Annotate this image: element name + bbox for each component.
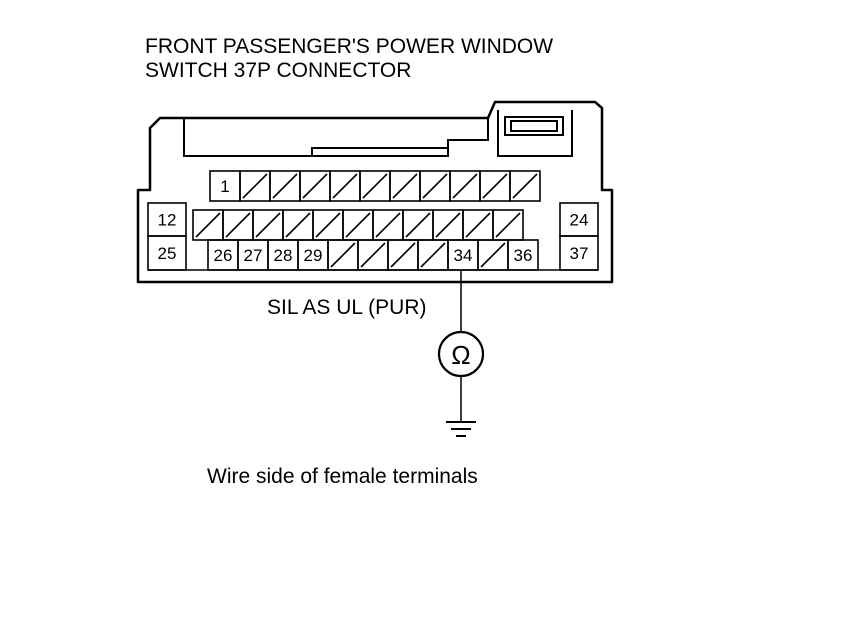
ground-icon xyxy=(446,421,476,437)
pin-row2-1-unused-slash xyxy=(195,212,221,238)
pin-row2-7-unused-slash xyxy=(375,212,401,238)
pin-row1-7-unused-slash xyxy=(392,173,418,199)
pin-row1-9-unused-slash xyxy=(452,173,478,199)
caption: Wire side of female terminals xyxy=(207,465,478,488)
pin-row2-3-unused-slash xyxy=(255,212,281,238)
pin-row2-8-unused-slash xyxy=(405,212,431,238)
pin-row3-7-unused-slash xyxy=(390,242,416,268)
wire-label: SIL AS UL (PUR) xyxy=(267,296,427,319)
pin-row1-1-label: 1 xyxy=(220,177,229,196)
pin-row2-10-unused-slash xyxy=(465,212,491,238)
pin-row1-5-unused-slash xyxy=(332,173,358,199)
pin-row3-5-unused-slash xyxy=(330,242,356,268)
pin-row3-4-label: 29 xyxy=(304,246,323,265)
title-line-1: FRONT PASSENGER'S POWER WINDOW xyxy=(145,35,553,58)
pin-row1-11-cavity xyxy=(509,170,541,202)
ohm-symbol: Ω xyxy=(451,340,470,370)
pin-row3-9-label: 34 xyxy=(454,246,473,265)
terminal-cavities: 1 12 25 24 37 26 27 28 29 34 36 xyxy=(147,170,599,271)
pin-row1-8-unused-slash xyxy=(422,173,448,199)
connector-housing xyxy=(136,100,614,284)
pin-row3-6-unused-slash xyxy=(360,242,386,268)
pin-25-label: 25 xyxy=(158,244,177,263)
pin-row1-10-unused-slash xyxy=(482,173,508,199)
connector-latch xyxy=(183,110,573,157)
pin-37-label: 37 xyxy=(570,244,589,263)
pin-12-label: 12 xyxy=(158,211,177,230)
pin-row1-3-unused-slash xyxy=(272,173,298,199)
pin-row1-4-unused-slash xyxy=(302,173,328,199)
pin-row2-9-unused-slash xyxy=(435,212,461,238)
pin-row1-6-unused-slash xyxy=(362,173,388,199)
pin-24-label: 24 xyxy=(570,211,589,230)
pin-row2-2-unused-slash xyxy=(225,212,251,238)
pin-row3-2-label: 27 xyxy=(244,246,263,265)
pin-row3-3-label: 28 xyxy=(274,246,293,265)
title-line-2: SWITCH 37P CONNECTOR xyxy=(145,59,411,82)
pin-row2-5-unused-slash xyxy=(315,212,341,238)
pin-row2-6-unused-slash xyxy=(345,212,371,238)
pin-row1-11-unused-slash xyxy=(512,173,538,199)
pin-row3-1-label: 26 xyxy=(214,246,233,265)
pin-row3-8-unused-slash xyxy=(420,242,446,268)
pin-row1-2-unused-slash xyxy=(242,173,268,199)
pin-row2-4-unused-slash xyxy=(285,212,311,238)
pin-row3-10-unused-slash xyxy=(480,242,506,268)
pin-row3-11-label: 36 xyxy=(514,246,533,265)
pin-row2-11-unused-slash xyxy=(495,212,521,238)
